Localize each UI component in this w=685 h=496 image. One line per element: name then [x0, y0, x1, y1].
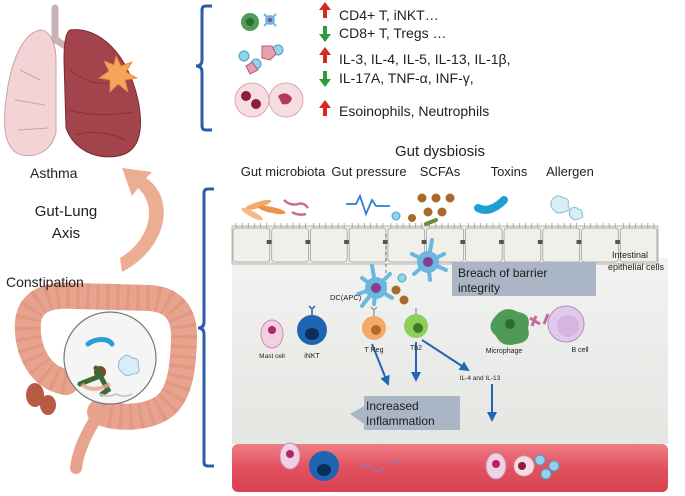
epithelial-cell — [619, 227, 658, 263]
right-lung — [63, 29, 141, 158]
epithelial-cell — [503, 227, 542, 263]
epithelial-cell — [542, 227, 580, 263]
inflammation-burst-icon — [97, 54, 139, 94]
tight-junction — [305, 240, 314, 244]
microphage-label: Microphage — [486, 348, 523, 355]
toxin-icon — [474, 196, 508, 214]
tight-junction — [615, 240, 624, 244]
tight-junction — [382, 240, 391, 244]
epithelium-label-line1: Intestinal — [612, 250, 648, 260]
blood-vessel — [232, 444, 668, 492]
bottom-bracket — [197, 187, 214, 468]
decrease-arrow-icon — [319, 71, 331, 87]
inflammation-label-line2: Inflammation — [366, 414, 435, 428]
tight-junction — [537, 240, 546, 244]
tight-junction — [344, 240, 353, 244]
microbiota-icon — [241, 199, 310, 221]
factor-gut-pressure: Gut pressure — [331, 164, 406, 179]
th2-label: Th2 — [410, 345, 422, 352]
cytokine-increase-text: IL-3, IL-4, IL-5, IL-13, IL-1β, — [339, 51, 510, 67]
dc-label: DC(APC) — [330, 293, 362, 302]
decrease-arrow-icon — [319, 26, 331, 42]
t-cell-increase-text: CD4+ T, iNKT… — [339, 7, 439, 23]
breach-label-line1: Breach of barrier — [458, 266, 547, 280]
treg-cell-icon — [362, 306, 386, 340]
epithelium-label-line2: epithelial cells — [608, 262, 665, 272]
dendritic-cell-icon — [410, 238, 448, 282]
interleukin-label: IL-4 and IL-13 — [460, 375, 501, 382]
tight-junction — [460, 240, 469, 244]
allergen-particles-icon — [550, 195, 584, 221]
inkt-label: iNKT — [304, 353, 320, 360]
inkt-cell-in-vessel-icon — [309, 451, 339, 481]
asthma-label: Asthma — [30, 165, 78, 181]
t-cell-decrease-text: CD8+ T, Tregs … — [339, 25, 447, 41]
constipation-label: Constipation — [6, 274, 84, 290]
epithelial-cell — [348, 227, 387, 263]
macrophage-icon — [490, 309, 529, 345]
gut-dysbiosis-title: Gut dysbiosis — [395, 143, 485, 160]
top-bracket — [195, 4, 212, 132]
treg-label: T Reg — [365, 347, 384, 354]
inflammation-label-box — [350, 396, 460, 430]
treg-to-inflammation-arrow — [371, 343, 390, 386]
gut-lung-axis-arrow — [120, 168, 164, 272]
factor-allergen: Allergen — [546, 164, 594, 179]
inflammation-label-line1: Increased — [366, 399, 419, 413]
increase-arrow-icon — [319, 2, 331, 18]
epithelial-cell — [271, 227, 309, 263]
epithelial-cell — [232, 227, 271, 263]
intestine-illustration — [14, 282, 198, 474]
gut-lung-axis-title-line2: Axis — [52, 225, 80, 242]
mast-cell-label: Mast cell — [259, 353, 285, 360]
epithelial-cell — [581, 227, 619, 263]
increase-arrow-icon — [319, 47, 331, 63]
gut-lung-axis-title-line1: Gut-Lung — [35, 203, 98, 220]
cytokine-decrease-text: IL-17A, TNF-α, INF-γ, — [339, 70, 474, 86]
factor-scfas: SCFAs — [420, 164, 461, 179]
increase-arrow-icon — [319, 100, 331, 116]
mast-cell-in-vessel-icon — [485, 452, 507, 480]
granulocyte-increase-text: Esoinophils, Neutrophils — [339, 103, 489, 119]
intestinal-epithelium — [231, 223, 659, 265]
mast-cell-icon — [260, 319, 284, 349]
tight-junction — [576, 240, 585, 244]
th2-cell-icon — [404, 308, 428, 338]
lungs-illustration — [4, 4, 141, 158]
tight-junction — [421, 240, 430, 244]
b-cell-label: B cell — [571, 347, 589, 354]
factor-gut-microbiota: Gut microbiota — [241, 164, 326, 179]
breach-label-box — [452, 262, 596, 296]
allergen-icon — [117, 354, 140, 377]
epithelial-cell — [426, 227, 464, 263]
epithelial-cell — [465, 227, 503, 263]
breach-label-line2: integrity — [458, 281, 500, 295]
inkt-cell-icon — [297, 305, 327, 345]
pressure-wave-icon — [346, 193, 390, 217]
mast-cell-in-vessel-icon — [279, 442, 301, 470]
scfa-icon — [417, 193, 455, 217]
factor-toxins: Toxins — [491, 164, 528, 179]
tight-junction — [266, 240, 275, 244]
left-lung — [4, 29, 57, 157]
dendritic-cell-icon — [356, 264, 394, 308]
th2-to-interleukin-arrow — [421, 339, 470, 372]
b-cell-icon — [547, 305, 585, 343]
epithelial-cell — [310, 227, 348, 263]
tight-junction — [499, 240, 508, 244]
